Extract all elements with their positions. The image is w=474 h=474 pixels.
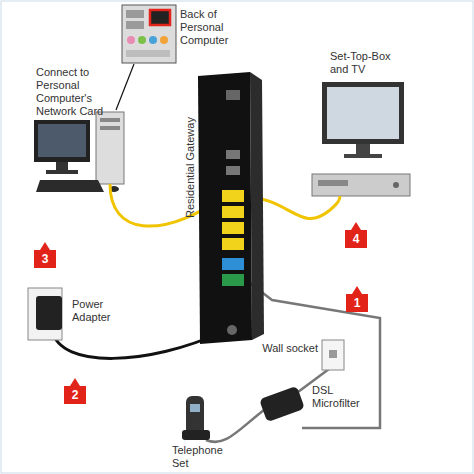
power-adapter [28, 288, 62, 340]
wall-socket [322, 340, 344, 370]
device-label: Connect to Personal Computer's Network C… [36, 66, 112, 118]
device-label-holder: Set-Top-Box and TV [330, 50, 410, 76]
pc-back-inset [122, 5, 176, 63]
device-label: Wall socket [262, 342, 318, 355]
device-label: Set-Top-Box and TV [330, 50, 410, 76]
callout-pointer [352, 286, 362, 294]
dsl-microfilter [259, 386, 305, 422]
device-label: Telephone Set [172, 444, 232, 470]
callout-number-holder: 1 [346, 294, 368, 312]
device-label-holder: Residential Gateway [184, 117, 197, 218]
inset-label-holder: Back of Personal Computer [180, 8, 242, 47]
device-label-holder: Telephone Set [172, 444, 232, 470]
device-label-holder: Power Adapter [72, 298, 132, 324]
personal-computer [34, 112, 124, 192]
device-label-holder: Wall socket [262, 342, 318, 355]
callout-pointer [40, 242, 50, 250]
callout-number-holder: 4 [345, 230, 367, 248]
device-label-holder: Connect to Personal Computer's Network C… [36, 66, 112, 118]
residential-gateway [198, 72, 264, 344]
callout-pointer [70, 378, 80, 386]
inset-label: Back of Personal Computer [180, 8, 242, 47]
telephone-set [182, 396, 210, 440]
device-label-holder: DSL Microfilter [312, 384, 376, 410]
device-label: Power Adapter [72, 298, 132, 324]
callout-number: 3 [42, 253, 49, 265]
callout-number-holder: 3 [34, 250, 56, 268]
callout-number: 4 [353, 233, 360, 245]
device-label: DSL Microfilter [312, 384, 376, 410]
callout-pointer [351, 222, 361, 230]
device-label: Residential Gateway [184, 117, 197, 218]
tv-and-set-top-box [312, 82, 410, 196]
callout-number-holder: 2 [64, 386, 86, 404]
phone-cable [206, 410, 264, 442]
callout-number: 2 [72, 389, 79, 401]
dsl-cable [246, 280, 380, 428]
leader-line [116, 64, 134, 110]
power-cable [52, 330, 222, 358]
callout-number: 1 [354, 297, 361, 309]
